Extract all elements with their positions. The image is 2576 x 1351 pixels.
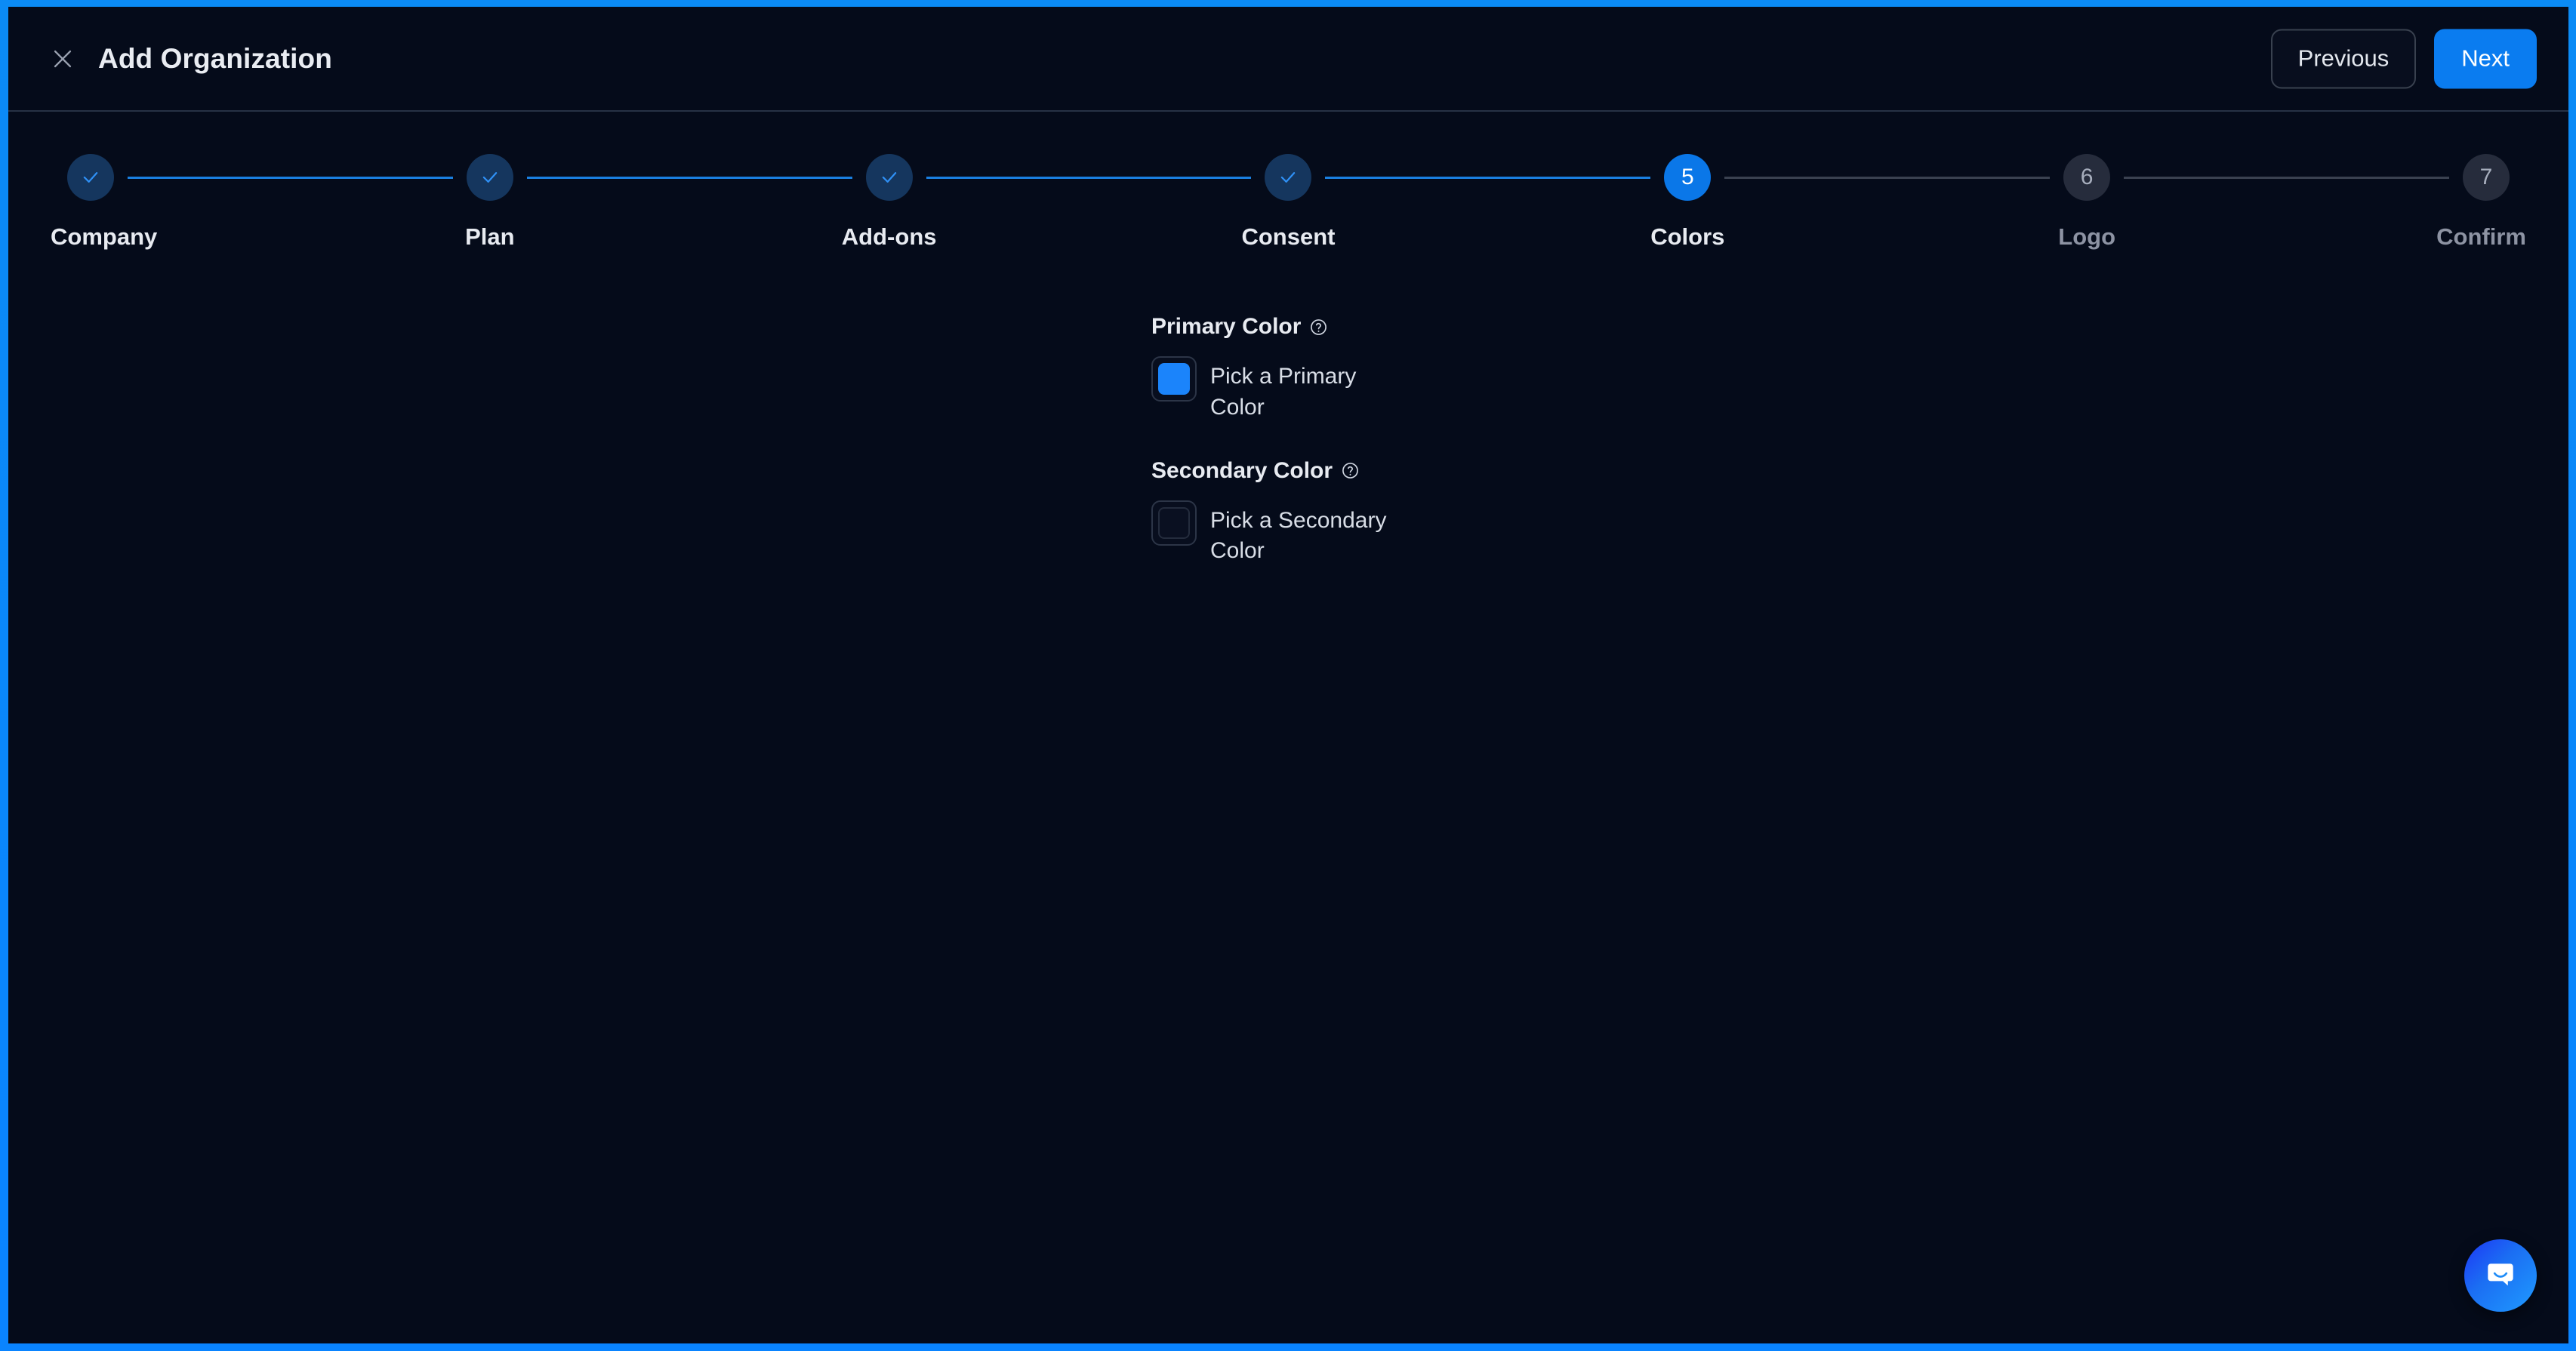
stepper-labels: CompanyPlanAdd-onsConsentColorsLogoConfi… (67, 223, 2510, 254)
primary-color-label: Primary Color (1151, 314, 2568, 340)
secondary-color-field: Secondary Color Pick a Secondary Color (1151, 458, 2568, 568)
step-label-logo: Logo (2058, 223, 2115, 251)
step-connector-6 (2124, 177, 2449, 179)
step-label-plan: Plan (465, 223, 514, 251)
step-circle-2[interactable] (467, 154, 513, 201)
close-icon[interactable] (42, 38, 83, 79)
stepper-step-logo: 6 (2063, 154, 2463, 201)
step-circle-4[interactable] (1265, 154, 1311, 201)
page-title: Add Organization (98, 43, 332, 75)
step-circle-5[interactable]: 5 (1664, 154, 1711, 201)
step-label-add-ons: Add-ons (842, 223, 937, 251)
help-circle-icon[interactable] (1309, 318, 1328, 337)
secondary-color-swatch-fill (1158, 507, 1190, 539)
next-button[interactable]: Next (2434, 29, 2537, 88)
step-circle-7[interactable]: 7 (2463, 154, 2510, 201)
primary-color-swatch[interactable] (1151, 356, 1197, 402)
stepper-track: 5 6 7 (67, 154, 2510, 201)
step-connector-3 (926, 177, 1252, 179)
step-label-confirm: Confirm (2436, 223, 2526, 251)
stepper-step-company (67, 154, 467, 201)
primary-color-swatch-fill (1158, 363, 1190, 395)
stepper-step-consent (1265, 154, 1664, 201)
stepper-step-confirm: 7 (2463, 154, 2510, 201)
step-circle-3[interactable] (866, 154, 913, 201)
chat-bubble-icon (2483, 1257, 2518, 1295)
app-surface: Add Organization Previous Next 5 6 7 Compa… (8, 7, 2568, 1343)
stepper-step-plan (467, 154, 866, 201)
secondary-color-label-text: Secondary Color (1151, 458, 1333, 484)
primary-color-picker-text[interactable]: Pick a Primary Color (1210, 356, 1399, 423)
help-circle-icon[interactable] (1341, 461, 1360, 480)
primary-color-field: Primary Color Pick a Primary Color (1151, 314, 2568, 423)
step-label-consent: Consent (1241, 223, 1335, 251)
secondary-color-label: Secondary Color (1151, 458, 2568, 484)
header-actions: Previous Next (2271, 29, 2537, 88)
stepper-step-colors: 5 (1664, 154, 2063, 201)
step-connector-4 (1325, 177, 1650, 179)
wizard-stepper: 5 6 7 Company Plan Add-ons Consent Colors Logo C… (8, 154, 2568, 275)
chat-launcher-button[interactable] (2464, 1239, 2537, 1312)
step-label-company: Company (51, 223, 157, 251)
previous-button[interactable]: Previous (2271, 29, 2417, 88)
step-connector-1 (128, 177, 453, 179)
step-circle-1[interactable] (67, 154, 114, 201)
stepper-step-add-ons (866, 154, 1265, 201)
secondary-color-swatch[interactable] (1151, 500, 1197, 546)
primary-color-label-text: Primary Color (1151, 314, 1301, 340)
secondary-color-picker-row: Pick a Secondary Color (1151, 500, 2568, 568)
step-circle-6[interactable]: 6 (2063, 154, 2110, 201)
dialog-header: Add Organization Previous Next (8, 7, 2568, 112)
step-connector-2 (527, 177, 852, 179)
primary-color-picker-row: Pick a Primary Color (1151, 356, 2568, 423)
step-connector-5 (1724, 177, 2050, 179)
step-label-colors: Colors (1650, 223, 1724, 251)
colors-form: Primary Color Pick a Primary Color (8, 314, 2568, 567)
secondary-color-picker-text[interactable]: Pick a Secondary Color (1210, 500, 1399, 568)
